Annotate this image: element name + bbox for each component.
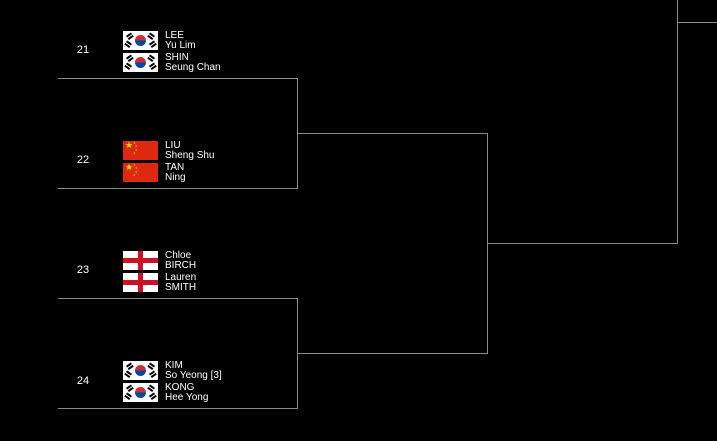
player-name-line2: SMITH	[165, 282, 197, 293]
korea-flag-icon	[123, 361, 158, 380]
player-name: LIU Sheng Shu	[165, 141, 215, 161]
china-flag-icon: ★ ★ ★ ★ ★	[123, 163, 158, 182]
bracket-line	[677, 22, 717, 23]
korea-flag-icon	[123, 53, 158, 72]
bracket-line	[297, 133, 488, 134]
bracket-line	[58, 78, 298, 79]
player-name: LEE Yu Lim	[165, 31, 196, 51]
player-name-line2: BIRCH	[165, 260, 197, 271]
player-name-line2: Ning	[165, 172, 186, 183]
korea-flag-icon	[123, 31, 158, 50]
bracket-line	[58, 408, 298, 409]
player-name-line2: Sheng Shu	[165, 150, 215, 161]
seed-number: 21	[76, 44, 90, 56]
bracket-line	[677, 0, 678, 244]
bracket-line	[297, 353, 488, 354]
china-flag-icon: ★ ★ ★ ★ ★	[123, 141, 158, 160]
player-name-line1: KIM	[165, 360, 183, 371]
player-name-line2: So Yeong [3]	[165, 370, 222, 381]
seed-number: 23	[76, 264, 90, 276]
player-name-line1: LEE	[165, 30, 184, 41]
player-name: SHIN Seung Chan	[165, 53, 221, 73]
player-name: KIM So Yeong [3]	[165, 361, 222, 381]
player-name: TAN Ning	[165, 163, 186, 183]
bracket-line	[58, 298, 298, 299]
england-flag-icon	[123, 251, 158, 270]
korea-flag-icon	[123, 383, 158, 402]
player-name: Chloe BIRCH	[165, 251, 196, 271]
player-name-line1: SHIN	[165, 52, 189, 63]
player-name-line1: KONG	[165, 382, 195, 393]
england-flag-icon	[123, 273, 158, 292]
player-name-line1: TAN	[165, 162, 185, 173]
player-name: KONG Hee Yong	[165, 383, 208, 403]
player-name-line1: LIU	[165, 140, 181, 151]
player-name-line2: Seung Chan	[165, 62, 221, 73]
player-name-line1: Chloe	[165, 250, 192, 261]
player-name-line1: Lauren	[165, 272, 197, 283]
bracket-line	[487, 243, 678, 244]
seed-number: 24	[76, 375, 90, 387]
bracket-line	[58, 188, 298, 189]
player-name-line2: Yu Lim	[165, 40, 196, 51]
player-name: Lauren SMITH	[165, 273, 196, 293]
player-name-line2: Hee Yong	[165, 392, 209, 403]
seed-number: 22	[76, 154, 90, 166]
